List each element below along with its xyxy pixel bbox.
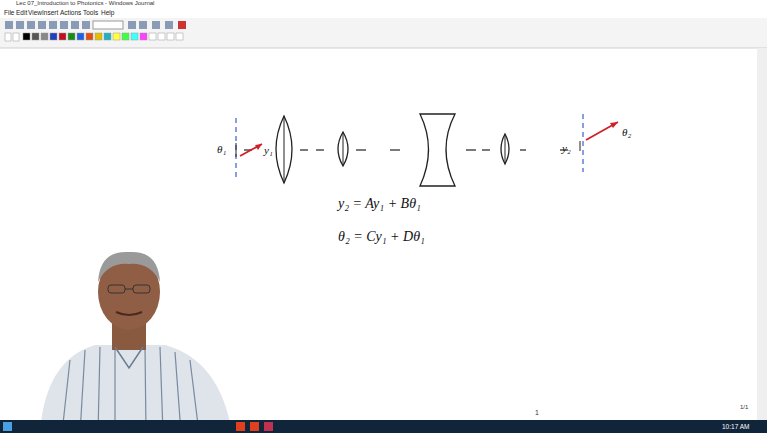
- matrix-equation: y₂ = Ay₁ + Bθ₁: [338, 196, 421, 211]
- height-label: y₂: [562, 142, 571, 154]
- concave-lens: [420, 114, 455, 186]
- output-plane: [582, 114, 583, 172]
- taskbar-icons: [236, 422, 273, 431]
- page-number: 1: [535, 409, 539, 417]
- clock: 10:17 AM: [722, 423, 749, 430]
- convex-lens: [276, 116, 292, 183]
- angle-label: θ₂: [622, 126, 631, 138]
- page-count: 1/1: [740, 404, 748, 411]
- height-markers: [236, 141, 580, 157]
- lens-axis: [343, 132, 344, 166]
- menu-item: File: [4, 9, 14, 16]
- menu-item: Actions: [60, 9, 81, 16]
- output-ray: [586, 122, 618, 140]
- scrollbar: [757, 48, 767, 420]
- height-label: y₁: [264, 144, 273, 156]
- color-palette: [5, 33, 183, 41]
- toolbar: [0, 18, 767, 48]
- toolbar-icons: [5, 21, 186, 29]
- menu-item: Help: [101, 9, 114, 16]
- taskbar: [0, 420, 767, 433]
- title-bar: [0, 0, 767, 8]
- menu-item: View: [28, 9, 42, 16]
- convex-lens: [501, 134, 509, 164]
- start-button: [3, 422, 12, 431]
- input-plane: [235, 118, 236, 180]
- menu-item: Tools: [83, 9, 98, 16]
- lens-axis: [284, 116, 285, 183]
- angle-label: θ₁: [217, 143, 226, 155]
- lens-axis: [505, 134, 506, 164]
- convex-lens: [338, 132, 348, 166]
- input-ray: [240, 144, 262, 156]
- ray-arrowhead: [255, 144, 262, 150]
- menu-item: Edit: [16, 9, 27, 16]
- menu-item: Insert: [42, 9, 58, 16]
- matrix-equation: θ₂ = Cy₁ + Dθ₁: [338, 229, 425, 244]
- lecturer: [40, 252, 232, 433]
- ray-arrowhead: [610, 122, 618, 128]
- toolbar-border: [0, 48, 767, 49]
- window-title: Lec 07_Introduction to Photonics - Windo…: [16, 0, 154, 7]
